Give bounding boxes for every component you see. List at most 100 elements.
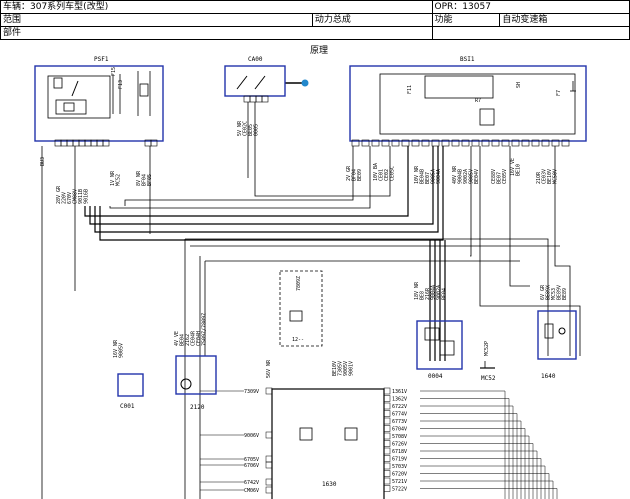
- bsi1-wire-codes-4: 40V NR: [452, 165, 458, 184]
- bsi1-pin: [401, 139, 410, 147]
- c1630-pin-label-left: 6705V: [244, 457, 259, 463]
- psf1-wire-codes-3: BF05: [147, 174, 153, 186]
- bsi1-wire-codes-4: 9002A: [463, 169, 469, 184]
- key-icon: [301, 79, 309, 87]
- bsi1-pin: [501, 139, 510, 147]
- c1630-pin-label-right: 5721V: [392, 479, 407, 485]
- c0004-codes: 18V NR: [414, 281, 420, 300]
- psf1-box: [34, 65, 164, 142]
- psf1-chip: [63, 102, 75, 112]
- bsi1-pin: [391, 139, 400, 147]
- parts-value: [431, 26, 630, 40]
- function-label: 功能: [431, 13, 501, 27]
- bsi1-pin: [431, 139, 440, 147]
- c1630-pin-label-right: 6718V: [392, 449, 407, 455]
- ca00-wire-codes: 5V NR: [237, 120, 243, 136]
- c7809z-chip: [289, 310, 303, 322]
- scope-label: 范围: [0, 13, 313, 27]
- c0004-sensor: [439, 340, 455, 356]
- f7-label: F7: [556, 90, 562, 96]
- c1630-top-codes: BE10V: [332, 361, 338, 376]
- psf1-relay: [55, 99, 87, 115]
- c0004-box: [416, 320, 463, 370]
- c1630-pin-left: [265, 387, 273, 395]
- c0004-codes: BE04: [442, 288, 448, 300]
- c1630-pin-right: [383, 402, 391, 410]
- c1630-pin-right: [383, 410, 391, 417]
- bsi1-pin: [361, 139, 370, 147]
- bsi1-wire-codes-3: 9005A: [431, 169, 437, 184]
- bsi1-wire-codes-3: 10V NR: [414, 165, 420, 184]
- mc52-label: MC52: [481, 375, 496, 382]
- psf1-wire-codes: 9011B: [78, 189, 84, 204]
- bsi1-pin: [411, 139, 420, 147]
- bsi1-wire-codes-7: 21OR: [536, 171, 542, 184]
- bsi1-wire-codes-5: BE07: [497, 172, 503, 184]
- c1630-pin-right: [383, 477, 391, 485]
- c1630-pin-right: [383, 425, 391, 432]
- c1630-pin-left: [265, 486, 273, 494]
- c0004-codes: 216R: [425, 287, 431, 300]
- component-group: [34, 65, 587, 499]
- bsi1-wire-codes-7: BE10V: [547, 169, 553, 184]
- wire: [99, 146, 444, 241]
- c1630-pin-right: [383, 470, 391, 477]
- c1630-pin-label-right: 5708V: [392, 434, 407, 440]
- bsi1-pin: [531, 139, 540, 147]
- bsi1-pin: [551, 139, 560, 147]
- c1630-pin-label-right: 6726V: [392, 442, 407, 448]
- f15-label: F15: [111, 67, 117, 76]
- wire: [89, 146, 434, 225]
- wire: [94, 146, 439, 233]
- bsi1-pin: [521, 139, 530, 147]
- psf1-wire-codes: 9016B: [84, 189, 90, 204]
- section-title: 原理: [310, 46, 329, 56]
- wire: [509, 146, 530, 287]
- psf1-wire-codes: 670V: [67, 192, 73, 204]
- psf1-wire-codes-3: 8V NR: [136, 170, 142, 186]
- c0004-codes: BE8: [420, 291, 426, 300]
- c1630-pin-label-right: 6720V: [392, 472, 407, 478]
- c1630-pin-right: [383, 447, 391, 455]
- bsi1-wire-codes-2: CE02: [384, 169, 390, 181]
- c1630-pin-right: [383, 395, 391, 402]
- c1640-coil: [544, 323, 554, 339]
- c001-label: C001: [120, 403, 135, 410]
- psf1-pin: [102, 139, 110, 147]
- bsi1-pin: [491, 139, 500, 147]
- mcs2p-label: MC52P: [484, 341, 490, 356]
- c001-box: [117, 373, 144, 397]
- c1630-pin-label-left: 6706V: [244, 463, 259, 469]
- c1630-pin-label-right: 6773V: [392, 419, 407, 425]
- psf1-wire-codes: CM08V: [73, 189, 79, 204]
- ca00-pin: [255, 95, 263, 103]
- c1630-pin-label-right: 1361V: [392, 389, 407, 395]
- wire: [185, 238, 549, 356]
- bsi1-pin: [471, 139, 480, 147]
- bsi1-wire-codes-5: CE05V: [502, 169, 508, 184]
- bsi1-wire-codes-2: CE01: [379, 169, 385, 181]
- bsi1-wire-codes-2: 10V BA: [373, 163, 379, 181]
- c1630-pin-label-right: 6704V: [392, 427, 407, 433]
- wire: [124, 146, 354, 206]
- c1640-codes: BE89X: [546, 285, 552, 300]
- bsi1-wire-codes-3: BE07: [425, 172, 431, 184]
- r7-label: R7: [475, 98, 481, 104]
- c1640-lamp: [558, 327, 566, 335]
- c1630-pin-label-right: 6774V: [392, 412, 407, 418]
- psf1-label: PSF1: [94, 56, 109, 63]
- psf1-pin: [150, 139, 158, 147]
- bsi1-wire-codes-5: CE88V: [491, 169, 497, 184]
- c12-label: 12--: [292, 337, 304, 343]
- psf1-fuse: [139, 83, 149, 97]
- c1630-pin-left: [265, 455, 273, 463]
- c2120-codes: 7509Z/7809Z: [202, 313, 208, 346]
- wire: [470, 146, 472, 257]
- c1630-pin-right: [383, 485, 391, 492]
- c1640-codes: BE89V: [557, 285, 563, 300]
- c1630-pin-label-right: 5703V: [392, 464, 407, 470]
- ca00-pin: [249, 95, 257, 103]
- ca00-label: CA00: [248, 56, 263, 63]
- bsi1-wire-codes-6: BE10: [516, 164, 522, 176]
